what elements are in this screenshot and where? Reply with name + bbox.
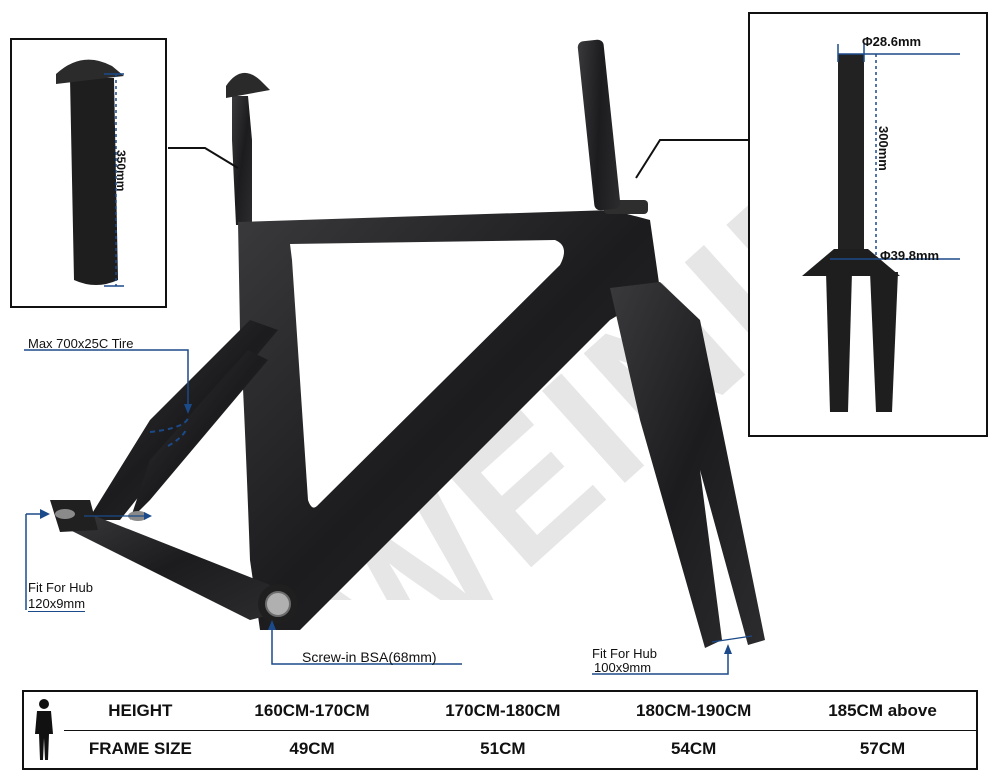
seat-post bbox=[232, 96, 252, 225]
front-hub-leader bbox=[592, 650, 729, 675]
main-triangle-inner bbox=[290, 240, 564, 508]
frame-size-header: FRAME SIZE bbox=[88, 739, 192, 758]
rear-hub-label-line2: 120x9mm bbox=[28, 596, 86, 612]
frame-size-cell: 57CM bbox=[859, 739, 906, 758]
fork-steerer-length: 300mm bbox=[876, 126, 891, 171]
chain-stays bbox=[60, 510, 282, 620]
fork-detail-inset: Φ28.6mm 300mm Φ39.8mm bbox=[748, 12, 988, 437]
rear-hub-label-line1: Fit For Hub bbox=[28, 580, 94, 595]
bb-arrow bbox=[268, 620, 276, 630]
front-fork bbox=[610, 282, 765, 648]
seat-stays-inner bbox=[130, 350, 268, 520]
height-cell: 180CM-190CM bbox=[636, 701, 752, 720]
tire-leader bbox=[24, 349, 189, 410]
tire-arrow bbox=[184, 404, 192, 414]
fork-detail-drawing bbox=[802, 44, 960, 412]
seatpost-leader bbox=[168, 147, 239, 169]
seatpost-detail-clamp bbox=[56, 59, 124, 84]
fork-detail-leg-left bbox=[826, 272, 852, 412]
front-hub-dim bbox=[711, 635, 753, 643]
fork-detail-steerer bbox=[838, 54, 864, 254]
seatpost-detail-drawing bbox=[56, 59, 124, 287]
height-row: HEIGHT 160CM-170CM 170CM-180CM 180CM-190… bbox=[64, 692, 976, 731]
rear-dropout-hole bbox=[55, 509, 75, 519]
frame-size-cell: 51CM bbox=[480, 739, 526, 758]
seatpost-length-label: 350mm bbox=[114, 150, 128, 192]
height-cell: 170CM-180CM bbox=[445, 701, 561, 720]
height-cell: 160CM-170CM bbox=[254, 701, 370, 720]
tire-clearance-arc bbox=[149, 417, 189, 433]
frame-size-table: HEIGHT 160CM-170CM 170CM-180CM 180CM-190… bbox=[22, 690, 978, 770]
height-header: HEIGHT bbox=[108, 701, 173, 720]
front-hub-label-line1: Fit For Hub bbox=[592, 646, 658, 661]
tire-clearance-arc-2 bbox=[167, 429, 187, 447]
seatpost-detail-body bbox=[70, 78, 118, 285]
bb-leader bbox=[271, 622, 462, 665]
fork-detail-leg-right bbox=[870, 272, 898, 412]
front-hub-label-line2: 100x9mm bbox=[594, 660, 652, 675]
fork-leader bbox=[635, 139, 750, 179]
bike-frame-illustration bbox=[24, 39, 765, 675]
person-height-icon bbox=[24, 692, 64, 768]
steerer-tube bbox=[577, 39, 621, 211]
fork-bottom-diameter: Φ39.8mm bbox=[880, 248, 940, 263]
saddle-clamp bbox=[226, 72, 270, 98]
fork-top-diameter: Φ28.6mm bbox=[862, 34, 922, 49]
frame-size-cell: 49CM bbox=[289, 739, 335, 758]
front-hub-arrow bbox=[724, 644, 732, 654]
rear-hub-arrow bbox=[40, 509, 50, 519]
tire-clearance-label: Max 700x25C Tire bbox=[28, 336, 134, 351]
height-cell: 185CM above bbox=[828, 701, 937, 720]
bottom-bracket-label: Screw-in BSA(68mm) bbox=[302, 649, 437, 665]
rear-hub-dim-arrow bbox=[144, 512, 152, 520]
frame-size-row: FRAME SIZE 49CM 51CM 54CM 57CM bbox=[64, 730, 976, 768]
frame-size-cell: 54CM bbox=[670, 739, 717, 758]
fork-detail-crown bbox=[802, 249, 900, 276]
seatpost-detail-inset: 350mm bbox=[10, 38, 167, 308]
bottom-bracket-thread bbox=[265, 591, 291, 617]
